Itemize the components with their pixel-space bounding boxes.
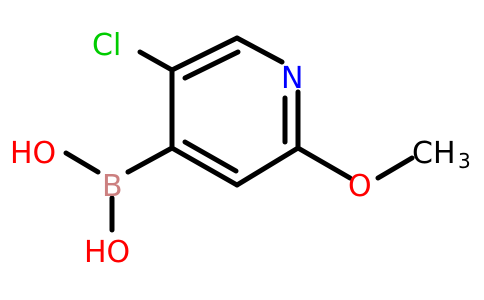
bond-c5-c6 (169, 35, 240, 73)
bond-c2-o (295, 145, 353, 181)
atom-b: B (102, 169, 123, 204)
bond-c4-b (125, 145, 175, 175)
atom-ch3-subscript: 3 (458, 149, 471, 173)
atom-ch3: CH (412, 136, 456, 171)
atom-o-methoxy: O (348, 169, 372, 204)
atom-labels: Cl N B HO HO O CH 3 (10, 28, 471, 270)
bond-c2-c3 (234, 145, 301, 188)
bonds (63, 35, 415, 233)
atom-oh-bottom: HO (84, 235, 130, 270)
bond-o-ch3 (375, 155, 415, 181)
bond-c3-c4-inner (182, 139, 239, 174)
bond-c3-c4 (169, 145, 240, 188)
bond-c5-c6-inner (182, 49, 241, 81)
atom-oh-top: HO (10, 136, 56, 171)
bond-c6-n (234, 35, 285, 65)
bond-b-o-top (63, 150, 101, 175)
bond-c5-cl (137, 49, 175, 73)
atom-n: N (281, 61, 303, 96)
atom-cl: Cl (92, 28, 121, 63)
